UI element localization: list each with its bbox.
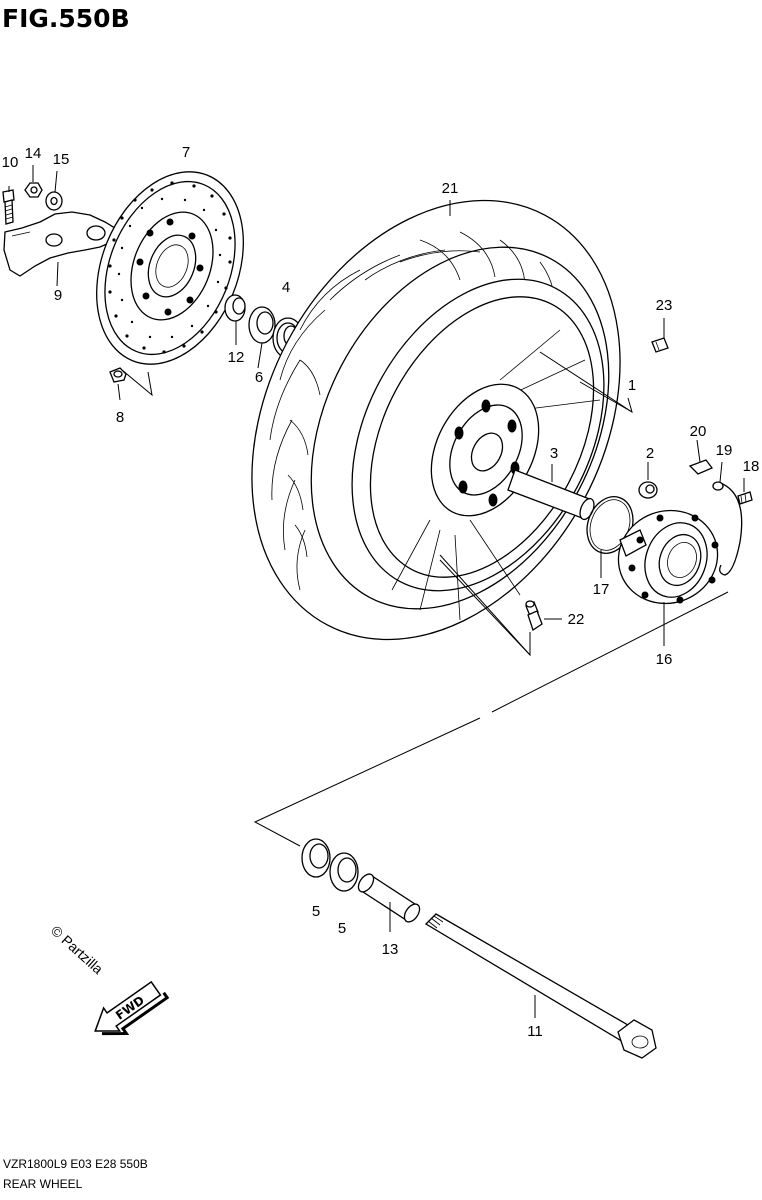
callout-23: 23 [656, 297, 673, 314]
bracket-nut [24, 182, 43, 198]
rear-axle [424, 913, 657, 1059]
callout-19: 19 [716, 442, 733, 459]
bracket-bolt [2, 189, 15, 225]
callout-16: 16 [656, 651, 673, 668]
callout-20: 20 [690, 423, 707, 440]
callout-13: 13 [382, 941, 399, 958]
callout-18: 18 [743, 458, 760, 475]
final-driven-flange [617, 509, 719, 605]
circlip [712, 481, 743, 576]
callout-5-outer: 5 [312, 903, 320, 920]
callout-12: 12 [228, 349, 245, 366]
dust-seal [248, 306, 276, 344]
callout-2: 2 [646, 445, 654, 462]
tire-valve [525, 600, 543, 632]
wheel-bearing-right-inner [329, 852, 359, 892]
callout-15: 15 [53, 151, 70, 168]
callout-9: 9 [54, 287, 62, 304]
figure-title: FIG.550B [2, 4, 130, 33]
disc-bolt [109, 367, 127, 383]
bracket-washer [45, 191, 63, 211]
callout-14: 14 [25, 145, 42, 162]
callout-21: 21 [442, 180, 459, 197]
bearing-collar [357, 873, 421, 923]
fwd-arrow-icon: FWD [94, 980, 170, 1036]
callout-22: 22 [568, 611, 585, 628]
callout-3: 3 [550, 445, 558, 462]
watermark: © Partzilla [48, 922, 106, 977]
leader-lines [8, 165, 745, 1018]
brake-disc [96, 171, 244, 365]
wheel-bearing-right-outer [301, 838, 331, 878]
callout-17: 17 [593, 581, 610, 598]
center-collar [507, 469, 595, 521]
callout-1: 1 [628, 377, 636, 394]
callout-8: 8 [116, 409, 124, 426]
bolt-23 [651, 337, 669, 353]
callout-7: 7 [182, 144, 190, 161]
caliper-bracket [3, 211, 119, 277]
retainer-screw [737, 491, 753, 505]
callout-5-inner: 5 [338, 920, 346, 937]
callouts: 10 14 15 7 9 8 4 12 6 21 23 1 3 2 20 19 … [2, 144, 760, 1040]
retainer-plate [688, 459, 714, 475]
callout-10: 10 [2, 154, 19, 171]
callout-11: 11 [527, 1023, 543, 1040]
left-spacer [224, 294, 246, 322]
footer-code: VZR1800L9 E03 E28 550B [3, 1157, 148, 1171]
callout-4: 4 [282, 279, 290, 296]
hub-spacer [638, 481, 658, 499]
footer-name: REAR WHEEL [3, 1177, 83, 1191]
callout-6: 6 [255, 369, 263, 386]
